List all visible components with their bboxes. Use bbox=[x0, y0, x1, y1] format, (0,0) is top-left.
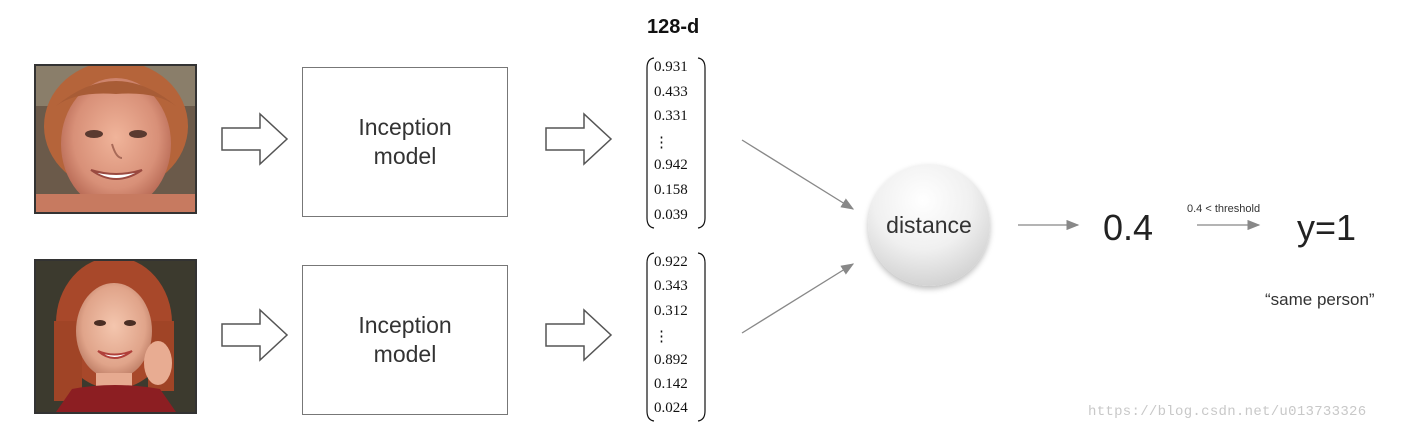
embedding-dimension-title: 128-d bbox=[647, 16, 700, 38]
vector-value: 0.142 bbox=[654, 376, 688, 392]
vector-brackets bbox=[646, 252, 706, 422]
output-label: y=1 bbox=[1297, 207, 1357, 248]
distance-value: 0.4 bbox=[1103, 207, 1154, 248]
vector-value: 0.942 bbox=[654, 157, 688, 174]
hollow-right-arrow-icon bbox=[545, 112, 613, 166]
vector-value: 0.312 bbox=[654, 302, 688, 319]
face-photo-top bbox=[34, 64, 197, 214]
face-photo-icon bbox=[36, 66, 195, 212]
model-label-line2: model bbox=[373, 143, 437, 169]
hollow-right-arrow-icon bbox=[221, 308, 289, 362]
vector-value: 0.158 bbox=[654, 182, 688, 198]
hollow-right-arrow-icon bbox=[221, 112, 289, 166]
watermark-url: https://blog.csdn.net/u013733326 bbox=[1088, 404, 1367, 420]
inception-model-box-bottom: Inception model bbox=[302, 265, 508, 415]
threshold-label: 0.4 < threshold bbox=[1187, 203, 1261, 215]
model-label-line2: model bbox=[373, 341, 437, 367]
vector-value: 0.892 bbox=[654, 351, 688, 368]
output-caption: “same person” bbox=[1265, 290, 1375, 309]
embedding-vector-bottom: 0.922 0.343 0.312 ⋮ 0.892 0.142 0.024 bbox=[646, 251, 706, 423]
arrow-top-to-distance bbox=[741, 139, 855, 210]
vector-value: 0.331 bbox=[654, 108, 688, 125]
vector-value: 0.922 bbox=[654, 254, 688, 270]
vector-value: 0.024 bbox=[654, 400, 688, 417]
vector-value: 0.433 bbox=[654, 83, 688, 100]
distance-node: distance bbox=[868, 164, 990, 286]
distance-label: distance bbox=[886, 211, 972, 238]
vector-brackets bbox=[646, 57, 706, 229]
face-photo-bottom bbox=[34, 259, 197, 414]
model-label-line1: Inception bbox=[358, 114, 452, 140]
vector-value: 0.039 bbox=[654, 206, 688, 223]
model-label-line1: Inception bbox=[358, 312, 452, 338]
vector-value: 0.343 bbox=[654, 278, 688, 295]
vector-value: 0.931 bbox=[654, 59, 688, 75]
vector-value: ⋮ bbox=[654, 134, 669, 151]
embedding-vector-top: 0.931 0.433 0.331 ⋮ 0.942 0.158 0.039 bbox=[646, 56, 706, 230]
vector-value: ⋮ bbox=[654, 329, 669, 346]
inception-model-box-top: Inception model bbox=[302, 67, 508, 217]
face-photo-icon bbox=[36, 261, 195, 412]
arrow-bottom-to-distance bbox=[741, 263, 855, 334]
hollow-right-arrow-icon bbox=[545, 308, 613, 362]
